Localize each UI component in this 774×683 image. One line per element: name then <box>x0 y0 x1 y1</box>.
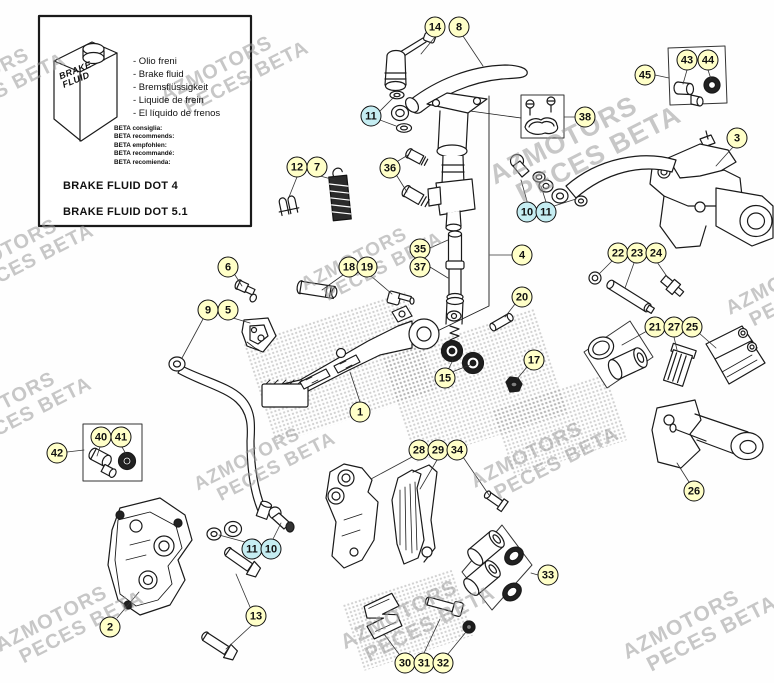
callout-41[interactable]: 41 <box>110 426 132 448</box>
callout-30[interactable]: 30 <box>394 652 416 674</box>
part-master-cylinder-drawing <box>426 92 488 232</box>
part-push-rod-drawing <box>445 230 465 351</box>
callout-15[interactable]: 15 <box>434 367 456 389</box>
part-caliper-bolts-drawing <box>201 546 262 661</box>
callout-2[interactable]: 2 <box>99 616 121 638</box>
callout-45[interactable]: 45 <box>634 64 656 86</box>
callout-23[interactable]: 23 <box>626 242 648 264</box>
callout-8[interactable]: 8 <box>448 16 470 38</box>
part-rear-piston-kit-drawing <box>583 320 654 389</box>
beta-recommend-line: BETA recommandé: <box>114 150 175 158</box>
part-caliper-bracket-drawing <box>651 399 764 469</box>
beta-recommend-line: BETA recommends: <box>114 133 175 141</box>
part-pad-spring-rear-drawing <box>662 342 697 387</box>
part-return-spring-drawing <box>328 167 352 222</box>
beta-recommend-list: BETA consiglia: BETA recommends: BETA em… <box>114 125 174 167</box>
part-rear-pads-drawing <box>705 325 766 385</box>
part-clip-drawing <box>278 195 300 217</box>
part-rear-caliper-drawing <box>649 130 774 249</box>
part-rear-hose-drawing <box>509 153 677 207</box>
callout-42[interactable]: 42 <box>46 442 68 464</box>
callout-20[interactable]: 20 <box>511 286 533 308</box>
callout-6[interactable]: 6 <box>217 256 239 278</box>
part-pivot-bolt-drawing <box>296 280 338 300</box>
callout-10-11[interactable]: 10 <box>516 201 538 223</box>
callout-34[interactable]: 34 <box>446 439 468 461</box>
part-bleed-bolts-drawing <box>401 148 430 208</box>
fluid-name: - Liquide de frein <box>133 95 204 106</box>
leader-lines <box>66 35 734 655</box>
part-brake-switch-drawing <box>384 32 437 133</box>
callout-33[interactable]: 33 <box>537 564 559 586</box>
fluid-name: - El líquido de frenos <box>133 108 221 119</box>
callout-37[interactable]: 37 <box>409 256 431 278</box>
callout-26[interactable]: 26 <box>683 480 705 502</box>
part-front-lower-hose-drawing <box>168 356 273 520</box>
brake-fluid-dot51-label: BRAKE FLUID DOT 5.1 <box>63 206 188 218</box>
callout-11-2[interactable]: 11 <box>360 105 382 127</box>
assembly-group-outline <box>397 95 490 351</box>
callout-3[interactable]: 3 <box>726 127 748 149</box>
part-pivot-bearings-drawing <box>440 339 485 375</box>
callout-7[interactable]: 7 <box>306 156 328 178</box>
callout-44[interactable]: 44 <box>697 49 719 71</box>
callout-1[interactable]: 1 <box>349 401 371 423</box>
callout-28[interactable]: 28 <box>408 439 430 461</box>
callout-25[interactable]: 25 <box>681 316 703 338</box>
callout-10-39[interactable]: 10 <box>260 538 282 560</box>
part-caliper-half-drawing <box>325 463 379 569</box>
callout-17[interactable]: 17 <box>523 349 545 371</box>
beta-recommend-line: BETA consiglia: <box>114 125 163 132</box>
fluid-name: - Bremsflüssigkeit <box>133 82 208 93</box>
callout-19[interactable]: 19 <box>356 256 378 278</box>
callout-21[interactable]: 21 <box>644 316 666 338</box>
part-pin-nut-drawing <box>462 620 476 634</box>
callout-13[interactable]: 13 <box>245 605 267 627</box>
beta-recommend-line: BETA recomienda: <box>114 158 171 166</box>
part-front-caliper-drawing <box>107 497 193 616</box>
callout-11-12[interactable]: 11 <box>535 201 557 223</box>
callout-5[interactable]: 5 <box>217 299 239 321</box>
callout-12[interactable]: 12 <box>286 156 308 178</box>
part-latch-pin-drawing <box>386 290 415 306</box>
callout-29[interactable]: 29 <box>427 439 449 461</box>
part-stop-bolt-drawing <box>234 279 258 303</box>
part-pin-and-bleeder-drawing <box>588 271 685 314</box>
callout-43[interactable]: 43 <box>676 49 698 71</box>
callout-14[interactable]: 14 <box>424 16 446 38</box>
fluid-name-list: - Olio freni - Brake fluid - Bremsflüssi… <box>133 55 220 120</box>
part-brake-pedal-drawing <box>261 305 440 408</box>
part-pad-pin-long-drawing <box>424 596 464 618</box>
part-front-hose-drawing <box>404 64 528 114</box>
callout-31[interactable]: 31 <box>413 652 435 674</box>
callout-4[interactable]: 4 <box>511 244 533 266</box>
fluid-name: - Brake fluid <box>133 69 184 80</box>
part-front-piston-kit-drawing <box>461 524 533 611</box>
callout-38[interactable]: 38 <box>574 106 596 128</box>
callout-36[interactable]: 36 <box>379 157 401 179</box>
part-pedal-bracket-drawing <box>241 317 277 353</box>
beta-recommend-line: BETA empfohlen: <box>114 141 167 149</box>
brake-fluid-dot4-label: BRAKE FLUID DOT 4 <box>63 180 179 192</box>
brake-fluid-bottle-drawing <box>53 41 118 142</box>
callout-11-38[interactable]: 11 <box>241 538 263 560</box>
callout-9[interactable]: 9 <box>197 299 219 321</box>
part-reservoir-cap-kit-drawing <box>469 94 565 139</box>
part-pad-spring-front-drawing <box>363 592 403 640</box>
callout-24[interactable]: 24 <box>645 242 667 264</box>
part-pivot-nut-drawing <box>505 376 523 393</box>
fluid-name: - Olio freni <box>133 56 177 67</box>
part-pad-pin-drawing <box>483 490 509 513</box>
callout-40[interactable]: 40 <box>90 426 112 448</box>
part-cotter-pin-drawing <box>489 312 514 332</box>
callout-22[interactable]: 22 <box>607 242 629 264</box>
part-front-pads-drawing <box>391 464 438 565</box>
callout-32[interactable]: 32 <box>432 652 454 674</box>
